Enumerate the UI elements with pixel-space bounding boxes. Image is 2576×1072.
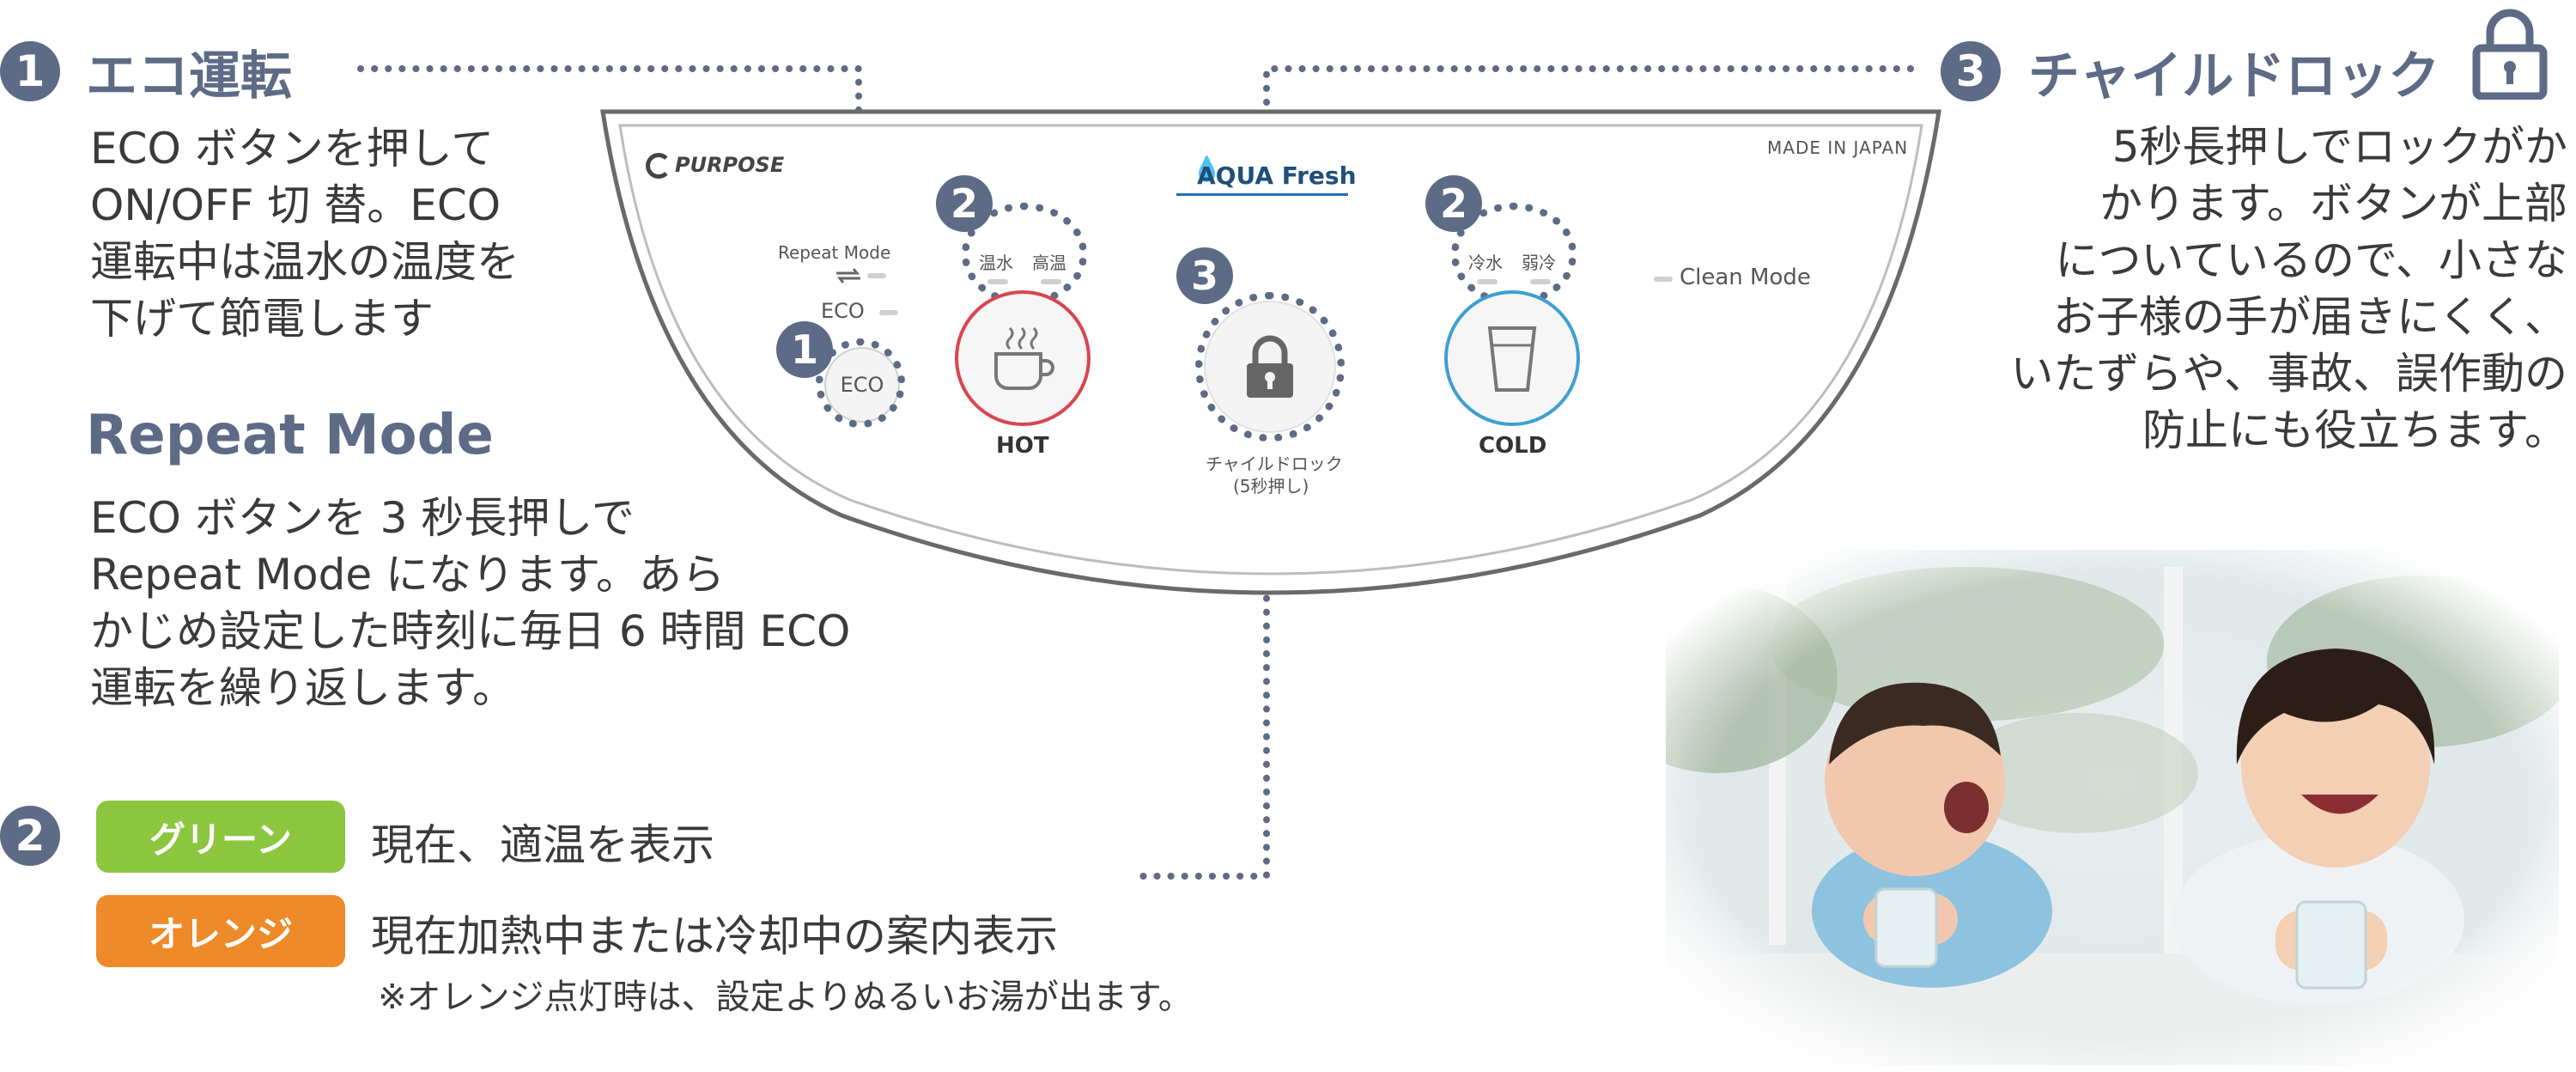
panel-badge-eco: 1 <box>776 321 833 378</box>
made-in-label: MADE IN JAPAN <box>1767 137 1909 158</box>
clean-mode-label: Clean Mode <box>1680 265 1811 290</box>
lock-desc-line: 5秒長押しでロックがか <box>2111 122 2567 172</box>
hot-button[interactable] <box>955 290 1091 426</box>
hot-button-label: HOT <box>996 433 1049 459</box>
child-lock-badge: 3 <box>1941 41 2001 101</box>
repeat-mode-led <box>867 273 886 278</box>
purpose-brand-logo: PURPOSE <box>646 153 784 179</box>
lock-caption-2: (5秒押し) <box>1233 476 1309 496</box>
repeat-desc-line: 運転を繰り返します。 <box>90 663 515 713</box>
panel-badge-hot: 2 <box>936 175 993 232</box>
repeat-mode-label: Repeat Mode <box>778 242 891 263</box>
aqua-fresh-logo: 💧 AQUA Fresh <box>1176 155 1357 206</box>
legend-badge: 2 <box>0 806 60 866</box>
lock-caption-1: チャイルドロック <box>1206 454 1343 474</box>
repeat-mode-description: ECO ボタンを 3 秒長押しで Repeat Mode になります。あら かじ… <box>90 490 850 716</box>
repeat-desc-line: ECO ボタンを 3 秒長押しで <box>90 493 635 543</box>
orange-indicator-label: オレンジ <box>96 895 345 967</box>
eco-section-title: エコ運転 <box>86 46 292 107</box>
repeat-mode-title: Repeat Mode <box>86 404 494 467</box>
cold-button[interactable] <box>1444 290 1580 426</box>
aqua-fresh-text: AQUA Fresh <box>1197 161 1357 190</box>
eco-desc-line: 下げて節電します <box>90 294 434 344</box>
water-glass-icon <box>1487 326 1537 392</box>
eco-section-badge: 1 <box>0 41 60 101</box>
padlock-icon <box>2472 9 2548 100</box>
orange-indicator-note: ※オレンジ点灯時は、設定よりぬるいお湯が出ます。 <box>378 978 1193 1017</box>
children-drinking-photo <box>1666 550 2559 1065</box>
lock-button-highlight-ring <box>1195 292 1345 442</box>
aqua-fresh-underline <box>1176 193 1348 196</box>
eco-description: ECO ボタンを押して ON/OFF 切 替。ECO 運転中は温水の温度を 下げ… <box>90 120 519 347</box>
lock-desc-line: 防止にも役立ちます。 <box>2142 405 2567 455</box>
eco-indicator-label: ECO <box>821 299 865 323</box>
child-lock-title: チャイルドロック <box>2028 46 2440 107</box>
child-lock-description: 5秒長押しでロックがか かります。ボタンが上部 についているので、小さな お子様… <box>2011 119 2568 459</box>
eco-desc-line: ON/OFF 切 替。ECO <box>90 180 501 230</box>
eco-button-highlight-ring <box>816 338 905 428</box>
lock-icon <box>1247 335 1293 398</box>
repeat-desc-line: Repeat Mode になります。あら <box>90 550 726 600</box>
repeat-arrows-icon <box>836 268 860 283</box>
water-drop-icon: 💧 <box>1192 155 1222 183</box>
child-lock-button[interactable] <box>1206 302 1334 431</box>
purpose-mark-icon <box>646 153 671 179</box>
eco-desc-line: ECO ボタンを押して <box>90 124 495 174</box>
eco-desc-line: 運転中は温水の温度を <box>90 237 519 287</box>
eco-led <box>879 310 898 315</box>
cold-button-label: COLD <box>1479 433 1547 459</box>
lock-desc-line: お子様の手が届きにくく、 <box>2053 292 2567 342</box>
panel-badge-cold: 2 <box>1425 175 1482 232</box>
clean-mode-led <box>1654 277 1673 282</box>
lock-desc-line: かります。ボタンが上部 <box>2099 179 2567 228</box>
children-photo-illustration <box>1666 550 2559 1065</box>
lock-desc-line: いたずらや、事故、誤作動の <box>2010 349 2568 399</box>
purpose-brand-text: PURPOSE <box>675 153 785 177</box>
green-indicator-label: グリーン <box>96 801 345 873</box>
orange-indicator-text: 現在加熱中または冷却中の案内表示 <box>371 911 1058 961</box>
green-indicator-text: 現在、適温を表示 <box>371 820 714 870</box>
lock-desc-line: についているので、小さな <box>2055 235 2568 285</box>
repeat-desc-line: かじめ設定した時刻に毎日 6 時間 ECO <box>90 606 851 656</box>
coffee-cup-icon <box>994 326 1054 390</box>
panel-badge-lock: 3 <box>1176 247 1233 304</box>
